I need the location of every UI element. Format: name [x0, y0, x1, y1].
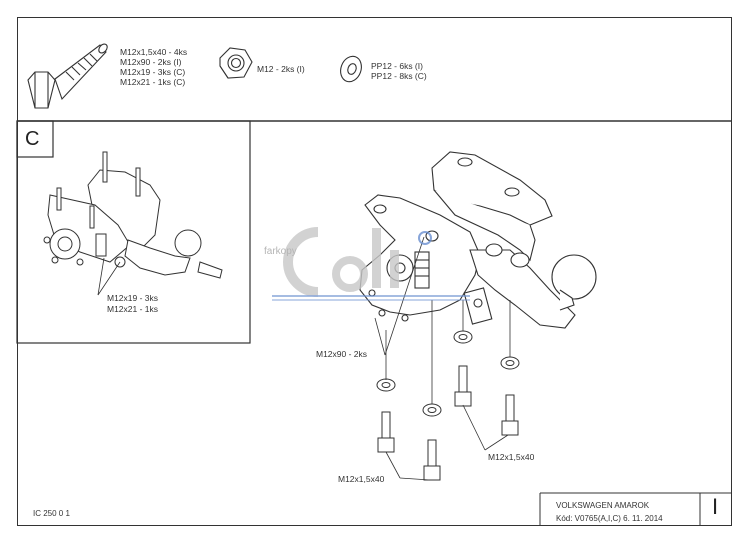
main-hitch-drawing	[359, 151, 597, 329]
hex-bolt-icon	[27, 43, 108, 109]
bolt-spec-line: M12x1,5x40 - 4ks	[120, 47, 188, 57]
washer-spec-line: PP12 - 6ks (I)	[371, 61, 423, 71]
drawing-code: IC 250 0 1	[33, 509, 70, 518]
label-bolt-right: M12x1,5x40	[488, 452, 535, 462]
panel-c-bolt-label: M12x21 - 1ks	[107, 304, 159, 314]
panel-c-bolt-label: M12x19 - 3ks	[107, 293, 159, 303]
nut-icon	[219, 47, 253, 79]
page-number: I	[712, 494, 719, 519]
panel-c-box	[16, 120, 251, 344]
bolt-spec-line: M12x21 - 1ks (C)	[120, 77, 186, 87]
main-bolts	[377, 365, 519, 481]
washer-spec-line: PP12 - 8ks (C)	[371, 71, 427, 81]
panel-c-letter: C	[25, 128, 40, 150]
watermark-text: farkopy	[264, 246, 297, 257]
washer-spec-list: PP12 - 6ks (I) PP12 - 8ks (C)	[371, 61, 427, 81]
title-block: VOLKSWAGEN AMAROK Kód: V0765(A,I,C) 6. 1…	[556, 499, 663, 525]
panel-c-bolt-labels: M12x19 - 3ks M12x21 - 1ks	[107, 293, 158, 315]
main-washers	[376, 330, 520, 417]
bolt-spec-line: M12x19 - 3ks (C)	[120, 67, 186, 77]
kod-line: Kód: V0765(A,I,C) 6. 11. 2014	[556, 514, 663, 523]
nut-spec: M12 - 2ks (I)	[257, 64, 305, 74]
galia-watermark	[272, 227, 470, 301]
panel-c-leader-2	[97, 257, 105, 296]
bolt-spec-list: M12x1,5x40 - 4ks M12x90 - 2ks (I) M12x19…	[120, 47, 187, 87]
panel-c-hitch-drawing	[43, 151, 223, 279]
label-m12x90: M12x90 - 2ks	[316, 349, 368, 359]
washer-icon	[340, 55, 362, 83]
label-bolt-bottom: M12x1,5x40	[338, 474, 385, 484]
panel-c-letter-box	[16, 120, 54, 158]
panel-c-leader	[97, 261, 121, 296]
bolt-spec-line: M12x90 - 2ks (I)	[120, 57, 182, 67]
vehicle-name: VOLKSWAGEN AMAROK	[556, 501, 650, 510]
